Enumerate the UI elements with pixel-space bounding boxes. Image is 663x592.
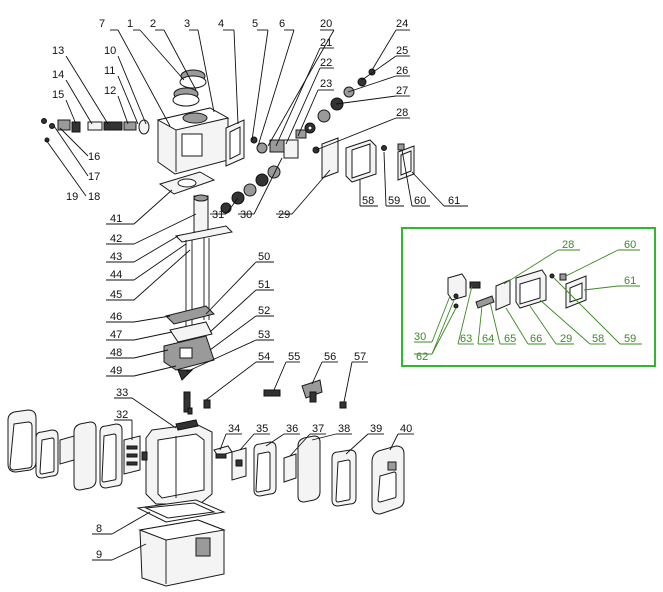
callout-48: 48	[110, 347, 122, 359]
callout-27: 27	[396, 85, 408, 97]
gasket-8	[136, 499, 226, 523]
callout-38: 38	[338, 423, 350, 435]
callout-45: 45	[110, 289, 122, 301]
callout-57: 57	[354, 351, 366, 363]
inset-detail: 28 60 61 30 62 63 64 65 66 29 58 59	[401, 227, 656, 367]
callout-40: 40	[400, 423, 412, 435]
callout-1: 1	[127, 18, 133, 30]
inset-callout-61: 61	[624, 275, 636, 287]
callout-44: 44	[110, 269, 122, 281]
inset-callout-64: 64	[482, 333, 494, 345]
cover-parts-59-61	[381, 143, 415, 181]
inset-callout-60: 60	[624, 239, 636, 251]
callout-46: 46	[110, 311, 122, 323]
washer-row-lower	[220, 165, 281, 214]
callout-13: 13	[52, 45, 64, 57]
callout-6: 6	[279, 18, 285, 30]
callout-32: 32	[116, 409, 128, 421]
inset-callout-59: 59	[624, 333, 636, 345]
callout-26: 26	[396, 65, 408, 77]
fittings-55-57	[263, 379, 347, 409]
cover-32	[123, 435, 148, 475]
callout-21: 21	[320, 37, 332, 49]
callout-24: 24	[396, 18, 408, 30]
callout-3: 3	[184, 18, 190, 30]
callout-2: 2	[150, 18, 156, 30]
callout-34: 34	[228, 423, 240, 435]
callout-20: 20	[320, 18, 332, 30]
callout-29: 29	[278, 209, 290, 221]
callout-8: 8	[96, 523, 102, 535]
bracket-28-29	[312, 137, 339, 179]
callout-18: 18	[88, 191, 100, 203]
inset-border	[401, 227, 656, 367]
callout-19: 19	[66, 191, 78, 203]
callout-39: 39	[370, 423, 382, 435]
callout-60: 60	[414, 195, 426, 207]
callout-54: 54	[258, 351, 270, 363]
gasket-plate-4	[225, 119, 245, 167]
right-covers	[213, 435, 405, 515]
inset-callout-58: 58	[592, 333, 604, 345]
valve-body-46-49	[163, 305, 215, 371]
inset-callout-30: 30	[414, 331, 426, 343]
callout-31: 31	[212, 209, 224, 221]
callout-47: 47	[110, 329, 122, 341]
inset-callout-66: 66	[530, 333, 542, 345]
leader-lines-main	[45, 29, 468, 561]
callout-58: 58	[362, 195, 374, 207]
callout-30: 30	[240, 209, 252, 221]
inset-callout-62: 62	[416, 351, 428, 363]
callout-17: 17	[88, 171, 100, 183]
callout-9: 9	[96, 549, 102, 561]
callout-5: 5	[252, 18, 258, 30]
callout-4: 4	[218, 18, 224, 30]
callout-61: 61	[448, 195, 460, 207]
callout-22: 22	[320, 57, 332, 69]
callout-33: 33	[116, 387, 128, 399]
callout-36: 36	[286, 423, 298, 435]
small-fittings	[250, 129, 307, 159]
callout-15: 15	[52, 89, 64, 101]
callout-37: 37	[312, 423, 324, 435]
fittings-53-54	[177, 369, 211, 415]
left-shaft-parts	[41, 118, 150, 143]
callout-25: 25	[396, 45, 408, 57]
callout-53: 53	[258, 329, 270, 341]
callout-43: 43	[110, 251, 122, 263]
callout-42: 42	[110, 233, 122, 245]
callout-16: 16	[88, 151, 100, 163]
callout-28: 28	[396, 107, 408, 119]
callout-51: 51	[258, 279, 270, 291]
callout-52: 52	[258, 305, 270, 317]
callout-56: 56	[324, 351, 336, 363]
ring-stack	[172, 69, 207, 107]
callout-14: 14	[52, 69, 64, 81]
callout-23: 23	[320, 78, 332, 90]
inset-callout-65: 65	[504, 333, 516, 345]
cylinder-block	[156, 107, 230, 175]
callout-50: 50	[258, 251, 270, 263]
callout-labels-main: 7 1 2 3 4 5 6 20 21 22 23 24 25 26 27 28…	[52, 18, 460, 561]
shaft-assembly	[174, 194, 234, 330]
motor-box-58	[345, 139, 377, 183]
tank-9	[138, 519, 226, 587]
callout-12: 12	[104, 85, 116, 97]
callout-10: 10	[104, 45, 116, 57]
callout-59: 59	[388, 195, 400, 207]
callout-7: 7	[99, 18, 105, 30]
gasket-41	[158, 171, 216, 195]
housing-33	[145, 419, 213, 505]
inset-callout-63: 63	[460, 333, 472, 345]
callout-11: 11	[104, 65, 115, 77]
inset-callout-29: 29	[560, 333, 572, 345]
callout-41: 41	[110, 213, 122, 225]
callout-55: 55	[288, 351, 300, 363]
callout-35: 35	[256, 423, 268, 435]
inset-callout-28: 28	[562, 239, 574, 251]
left-covers	[7, 409, 123, 491]
callout-49: 49	[110, 365, 122, 377]
